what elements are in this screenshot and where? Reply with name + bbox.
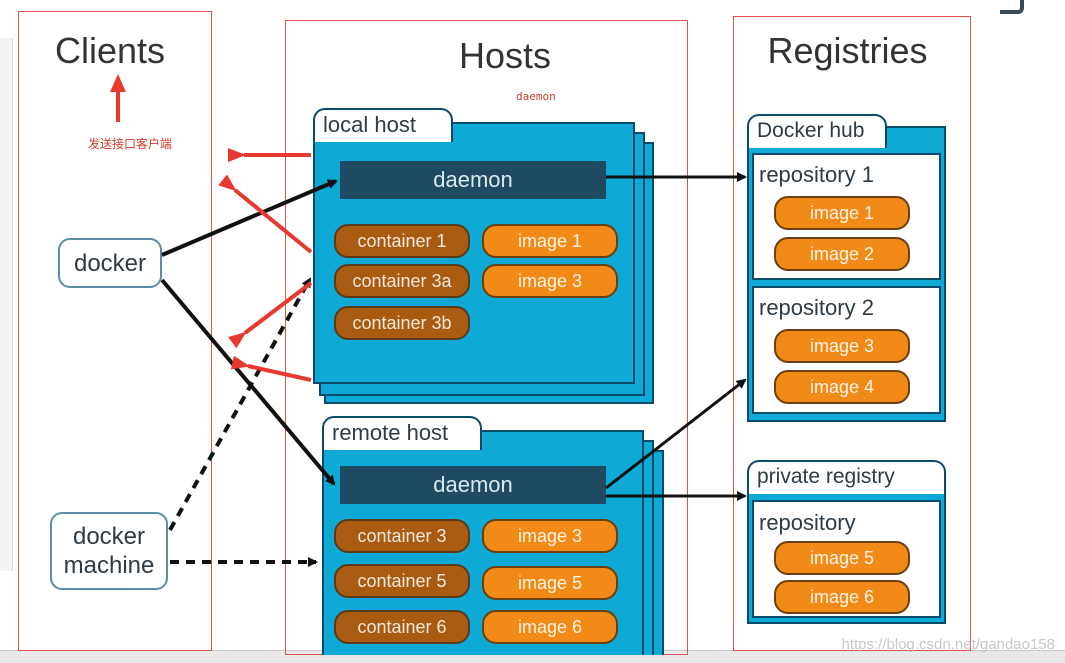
remote-container-5: container 5 <box>334 564 470 598</box>
hub-image-4: image 4 <box>774 370 910 404</box>
remote-image-3: image 3 <box>482 519 618 553</box>
docker-hub-label: Docker hub <box>747 114 887 148</box>
clients-note: 发送接口客户端 <box>88 137 173 151</box>
local-container-3b: container 3b <box>334 306 470 340</box>
remote-image-6: image 6 <box>482 610 618 644</box>
watermark: https://blog.csdn.net/gandao158 <box>841 636 1055 653</box>
repository-2-label: repository 2 <box>759 295 874 320</box>
docker-machine-line1: docker <box>72 523 146 550</box>
hub-image-1: image 1 <box>774 196 910 230</box>
private-image-6: image 6 <box>774 580 910 614</box>
hosts-title: Hosts <box>458 35 552 76</box>
local-image-3: image 3 <box>482 264 618 298</box>
left-window-strip <box>0 38 13 571</box>
registries-frame <box>733 16 971 651</box>
clients-title: Clients <box>54 30 166 71</box>
hub-image-2: image 2 <box>774 237 910 271</box>
hub-image-3: image 3 <box>774 329 910 363</box>
local-image-1: image 1 <box>482 224 618 258</box>
docker-machine-client: docker machine <box>50 512 168 590</box>
local-container-3a: container 3a <box>334 264 470 298</box>
remote-host-label: remote host <box>322 416 482 450</box>
registries-title: Registries <box>767 30 928 71</box>
remote-image-5: image 5 <box>482 566 618 600</box>
corner-logo-fragment <box>1000 0 1024 14</box>
daemon-note: daemon <box>516 90 556 103</box>
private-repository-label: repository <box>759 510 856 535</box>
remote-daemon: daemon <box>340 466 606 504</box>
remote-container-3: container 3 <box>334 519 470 553</box>
remote-container-6: container 6 <box>334 610 470 644</box>
docker-client: docker <box>58 238 162 288</box>
local-host-label: local host <box>313 108 453 142</box>
private-image-5: image 5 <box>774 541 910 575</box>
local-container-1: container 1 <box>334 224 470 258</box>
private-registry-label: private registry <box>747 460 946 494</box>
docker-machine-line2: machine <box>63 552 155 579</box>
local-daemon: daemon <box>340 161 606 199</box>
repository-1-label: repository 1 <box>759 162 874 187</box>
